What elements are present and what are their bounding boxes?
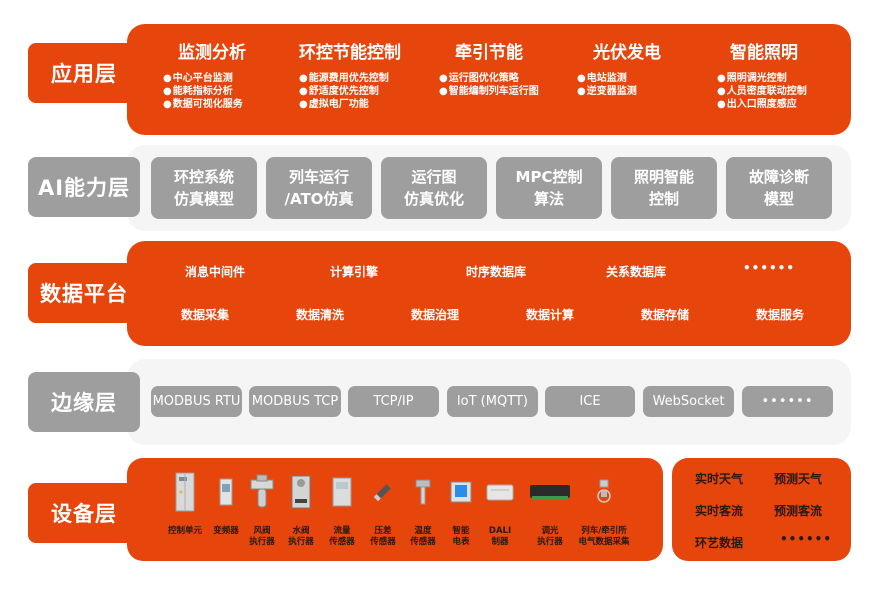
protocol-box: TCP/IP <box>348 386 439 417</box>
pressure-sensor-icon <box>373 470 393 514</box>
ai-capability-box: 环控系统仿真模型 <box>151 157 257 219</box>
device-control-unit: 控制单元 <box>155 470 215 537</box>
app-module-photovoltaic: 光伏发电 电站监测 逆变器监测 <box>577 38 661 98</box>
protocol-box: MODBUS RTU <box>151 386 242 417</box>
protocol-box: MODBUS TCP <box>249 386 341 417</box>
app-module-title: 光伏发电 <box>593 43 661 63</box>
device-air-valve-actuator: 风阀执行器 <box>232 470 292 548</box>
app-feature: 电站监测 <box>577 72 661 85</box>
air-valve-actuator-icon <box>249 470 275 514</box>
app-module-title: 环控节能控制 <box>299 43 401 63</box>
data-platform-function: 数据清洗 <box>295 308 345 322</box>
layer-label-ai: AI能力层 <box>28 157 140 217</box>
app-module-traction: 牵引节能 运行图优化策略 智能编制列车运行图 <box>439 38 539 98</box>
water-valve-actuator-icon <box>290 470 312 514</box>
data-platform-component: 关系数据库 <box>605 265 667 279</box>
external-data-item: 预测天气 <box>774 472 823 486</box>
app-module-hvac-energy: 环控节能控制 能源费用优先控制 舒适度优先控制 虚拟电厂功能 <box>299 38 401 111</box>
layer-label-data-platform: 数据平台 <box>28 263 140 323</box>
device-temperature-sensor: 温度传感器 <box>393 470 453 548</box>
app-module-title: 监测分析 <box>178 43 246 63</box>
ai-capability-box: 运行图仿真优化 <box>381 157 487 219</box>
data-platform-function: 数据采集 <box>180 308 230 322</box>
protocol-box: ICE <box>545 386 635 417</box>
data-platform-function: 数据存储 <box>640 308 690 322</box>
device-electrical-data-collector: 列车/牵引所电气数据采集 <box>569 470 639 548</box>
app-feature: 人员密度联动控制 <box>717 85 807 98</box>
ai-capability-box: 照明智能控制 <box>611 157 717 219</box>
device-dimmer-actuator: 调光执行器 <box>520 470 580 548</box>
external-data-panel: 实时天气 预测天气 实时客流 预测客流 环艺数据 •••••• <box>672 458 851 561</box>
app-module-title: 智能照明 <box>730 43 798 63</box>
app-feature: 照明调光控制 <box>717 72 807 85</box>
protocol-box: WebSocket <box>643 386 734 417</box>
data-platform-function: 数据计算 <box>525 308 575 322</box>
temperature-sensor-icon <box>414 470 432 514</box>
edge-layer-panel: MODBUS RTU MODBUS TCP TCP/IP loT (MQTT) … <box>127 359 851 445</box>
ai-capability-box: 故障诊断模型 <box>726 157 832 219</box>
app-feature: 数据可视化服务 <box>163 98 246 111</box>
data-platform-component: 时序数据库 <box>465 265 527 279</box>
ellipsis-more: •••••• <box>780 532 833 546</box>
data-platform-function: 数据治理 <box>410 308 460 322</box>
app-feature: 运行图优化策略 <box>439 72 539 85</box>
external-data-item: 环艺数据 <box>695 536 744 550</box>
device-smart-meter: 智能电表 <box>431 470 491 548</box>
data-platform-component: 计算引擎 <box>329 265 379 279</box>
dimmer-actuator-icon <box>528 470 572 514</box>
app-feature: 舒适度优先控制 <box>299 85 401 98</box>
data-platform-function: 数据服务 <box>755 308 805 322</box>
device-flow-sensor: 流量传感器 <box>312 470 372 548</box>
app-feature: 中心平台监测 <box>163 72 246 85</box>
app-module-monitoring: 监测分析 中心平台监测 能耗指标分析 数据可视化服务 <box>163 38 246 111</box>
flow-sensor-icon <box>332 470 352 514</box>
smart-meter-icon <box>450 470 472 514</box>
app-feature: 逆变器监测 <box>577 85 661 98</box>
app-feature: 虚拟电厂功能 <box>299 98 401 111</box>
layer-label-edge: 边缘层 <box>28 372 140 432</box>
external-data-item: 实时客流 <box>695 504 744 518</box>
app-feature: 能源费用优先控制 <box>299 72 401 85</box>
dali-controller-icon <box>486 470 514 514</box>
inverter-icon <box>219 470 233 514</box>
app-module-title: 牵引节能 <box>455 43 523 63</box>
app-module-lighting: 智能照明 照明调光控制 人员密度联动控制 出入口照度感应 <box>717 38 807 111</box>
app-feature: 出入口照度感应 <box>717 98 807 111</box>
external-data-item: 实时天气 <box>695 472 744 486</box>
layer-label-application: 应用层 <box>28 43 140 103</box>
ai-layer-panel: 环控系统仿真模型 列车运行/ATO仿真 运行图仿真优化 MPC控制算法 照明智能… <box>127 145 851 231</box>
protocol-box: loT (MQTT) <box>447 386 538 417</box>
device-layer-panel: 控制单元 变频器 风阀执行器 水阀执行器 流量传感器 压差传感器 <box>127 458 663 561</box>
protocol-box-more: •••••• <box>742 386 833 417</box>
layer-label-device: 设备层 <box>28 483 140 543</box>
electrical-data-collector-icon <box>596 470 612 514</box>
app-feature: 能耗指标分析 <box>163 85 246 98</box>
data-platform-component: 消息中间件 <box>184 265 246 279</box>
device-water-valve-actuator: 水阀执行器 <box>271 470 331 548</box>
app-feature: 智能编制列车运行图 <box>439 85 539 98</box>
ai-capability-box: MPC控制算法 <box>496 157 602 219</box>
external-data-item: 预测客流 <box>774 504 823 518</box>
data-platform-panel: 消息中间件 计算引擎 时序数据库 关系数据库 •••••• 数据采集 数据清洗 … <box>127 241 851 346</box>
ai-capability-box: 列车运行/ATO仿真 <box>266 157 372 219</box>
device-pressure-sensor: 压差传感器 <box>353 470 413 548</box>
control-cabinet-icon <box>175 470 195 514</box>
application-layer-panel: 监测分析 中心平台监测 能耗指标分析 数据可视化服务 环控节能控制 能源费用优先… <box>127 24 851 135</box>
ellipsis-more: •••••• <box>742 261 796 275</box>
device-inverter: 变频器 <box>196 470 256 537</box>
